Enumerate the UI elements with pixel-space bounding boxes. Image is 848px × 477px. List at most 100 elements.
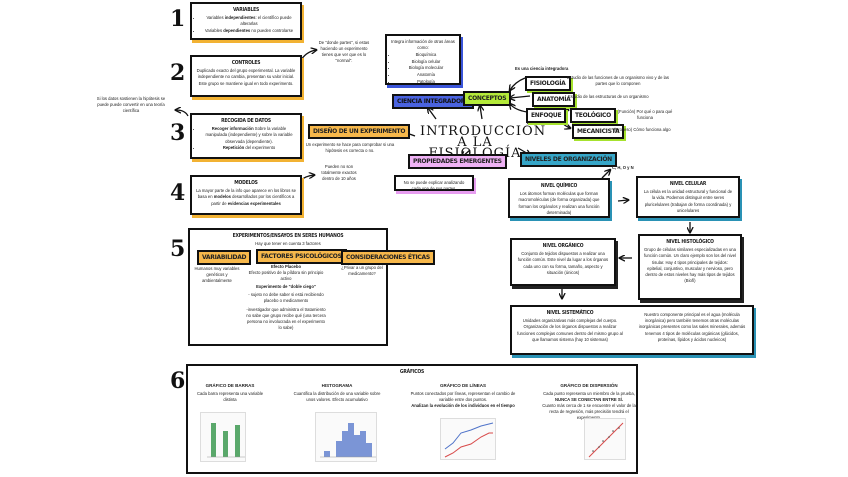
ensayos-card: EXPERIMENTOS/ENSAYOS EN SERES HUMANOS Ha… bbox=[188, 228, 388, 346]
agua-note: Nuestro componente principal es el agua … bbox=[638, 312, 746, 342]
ensayos-title: EXPERIMENTOS/ENSAYOS EN SERES HUMANOS bbox=[232, 233, 344, 239]
propiedades-card: No se puede explicar analizando cada una… bbox=[394, 175, 474, 191]
propiedades-text: No se puede explicar analizando cada una… bbox=[403, 180, 465, 192]
modelos-title: MODELOS bbox=[234, 180, 258, 186]
arrow-fisiologia bbox=[510, 77, 526, 90]
arrow-recogida-hipotesis bbox=[176, 110, 189, 117]
propiedades-tag[interactable]: PROPIEDADES EMERGENTES bbox=[408, 154, 507, 169]
nivel-histologico-text: Grupo de células similares especializada… bbox=[644, 247, 736, 284]
scatter-point bbox=[608, 436, 610, 438]
area-item: Biología molecular bbox=[397, 65, 455, 71]
nivel-organico-title: NIVEL ORGÁNICO bbox=[542, 243, 584, 249]
histogram-thumbnail bbox=[315, 412, 377, 462]
histograma-section: HISTOGRAMA Cuantifica la distribución de… bbox=[293, 383, 381, 402]
nivel-sistematico-card: NIVEL SISTEMÁTICO Unidades organizativas… bbox=[510, 305, 754, 355]
bar bbox=[223, 431, 228, 457]
hipotesis-note: Si los datos sostienen la hipótesis se p… bbox=[96, 96, 166, 113]
mecanicista-tag[interactable]: MECANICISTA bbox=[572, 124, 625, 139]
controles-text: Duplicado exacto del grupo experimental.… bbox=[196, 68, 296, 86]
hist-bin bbox=[336, 441, 342, 457]
line-series-blue bbox=[444, 422, 494, 450]
bar-chart-thumbnail bbox=[200, 412, 246, 462]
step-number-5: 5 bbox=[170, 236, 186, 262]
step-number-1: 1 bbox=[170, 6, 186, 32]
scatter-point bbox=[612, 430, 614, 432]
teologico-desc: (Función) Por qué o para qué funciona bbox=[617, 109, 673, 120]
mecanicista-desc: (Proceso) Cómo funciona algo bbox=[614, 127, 671, 132]
ensayos-subtitle: Hay que tener en cuenta 3 factores bbox=[255, 241, 321, 247]
niveles-tag[interactable]: NIVELES DE ORGANIZACIÓN bbox=[520, 152, 617, 167]
diseno-text: Un experimento se hace para comprobar si… bbox=[305, 142, 395, 153]
step-number-4: 4 bbox=[170, 180, 186, 206]
arrow-quimico-celular bbox=[617, 200, 628, 201]
factores-psicologicos-tag[interactable]: FACTORES PSICOLÓGICOS bbox=[256, 249, 347, 264]
nivel-histologico-card: NIVEL HISTOLÓGICO Grupo de células simil… bbox=[638, 234, 742, 300]
line-series-red bbox=[444, 432, 493, 458]
area-item: Biología celular bbox=[397, 59, 455, 65]
grafico-barras-section: GRÁFICO DE BARRAS Cada barra representa … bbox=[196, 383, 264, 402]
ciencia-areas-card: Integra información de otras áreas como:… bbox=[385, 34, 461, 85]
scatter-chart-thumbnail bbox=[584, 418, 626, 460]
graficos-card: GRÁFICOS bbox=[186, 364, 638, 474]
hist-bin bbox=[348, 423, 354, 457]
bar bbox=[211, 423, 216, 457]
nivel-celular-card: NIVEL CELULAR La célula es la unidad est… bbox=[636, 176, 740, 218]
hist-bin bbox=[354, 435, 360, 457]
hist-bin bbox=[324, 451, 330, 457]
grafico-dispersion-section: GRÁFICO DE DISPERSIÓN Cada punto represe… bbox=[542, 383, 636, 420]
elements-note: C, H, O y N bbox=[612, 165, 634, 170]
modelos-text: La mayor parte de la info que aparece en… bbox=[196, 188, 296, 206]
recogida-title: RECOGIDA DE DATOS bbox=[221, 118, 271, 124]
consideraciones-eticas-tag[interactable]: CONSIDERACIONES ÉTICAS bbox=[341, 250, 435, 265]
fisiologia-tag[interactable]: FISIOLOGÍA bbox=[525, 76, 571, 91]
anatomia-desc: Estudio de las estructuras de un organis… bbox=[568, 94, 649, 99]
arrow-enfoque bbox=[510, 104, 528, 113]
nivel-organico-text: Conjunto de tejidos dispuestos a realiza… bbox=[517, 251, 609, 275]
regression-line bbox=[588, 422, 624, 458]
graficos-title: GRÁFICOS bbox=[399, 369, 425, 375]
area-item: Anatomía bbox=[397, 72, 455, 78]
variables-item: Variables dependientes no pueden control… bbox=[202, 28, 296, 34]
nivel-organico-card: NIVEL ORGÁNICO Conjunto de tejidos dispu… bbox=[510, 238, 616, 286]
teologico-tag[interactable]: TEOLÓGICO bbox=[570, 108, 616, 123]
diseno-tag[interactable]: DISEÑO DE UN EXPERIMENTO bbox=[308, 124, 411, 139]
nivel-sistematico-text: Unidades organizativas más complejas del… bbox=[517, 318, 623, 342]
recogida-card: RECOGIDA DE DATOS Recoger información So… bbox=[190, 113, 302, 159]
factores-psicologicos-text: Efecto Placebo Efecto positivo de la píl… bbox=[246, 264, 326, 330]
recogida-item: Recoger información Sobre la variable ma… bbox=[202, 126, 296, 145]
controles-card: CONTROLES Duplicado exacto del grupo exp… bbox=[190, 55, 302, 97]
arrow-modelos-note bbox=[299, 175, 314, 182]
nivel-quimico-card: NIVEL QUÍMICO Los átomos forman molécula… bbox=[508, 178, 610, 218]
fisiologia-desc: Estudio de las funciones de un organismo… bbox=[567, 75, 669, 86]
nivel-quimico-title: NIVEL QUÍMICO bbox=[540, 183, 578, 189]
bar bbox=[235, 425, 240, 457]
step-number-2: 2 bbox=[170, 60, 186, 86]
controles-title: CONTROLES bbox=[231, 60, 261, 66]
grafico-lineas-section: GRÁFICO DE LÍNEAS Puntos conectados por … bbox=[410, 383, 516, 408]
conceptos-tag[interactable]: CONCEPTOS bbox=[463, 91, 512, 106]
variables-title: VARIABLES bbox=[232, 7, 260, 13]
step-number-6: 6 bbox=[170, 368, 186, 394]
hist-bin bbox=[360, 431, 366, 457]
arrow-controles-note bbox=[299, 50, 316, 63]
area-item: Bioquímica bbox=[397, 52, 455, 58]
variabilidad-text: Humanos muy variables genéticos y ambien… bbox=[194, 266, 240, 283]
recogida-item: Repetición del experimento bbox=[202, 145, 296, 151]
step-number-3: 3 bbox=[170, 120, 186, 146]
ciencia-intro: Integra información de otras áreas como: bbox=[391, 39, 455, 51]
arrow-title-ciencia bbox=[428, 108, 437, 120]
variables-item: Variables independientes: el científico … bbox=[202, 15, 296, 27]
area-item: Patología bbox=[397, 79, 455, 85]
conceptos-header-note: Es una ciencia integradora bbox=[515, 66, 569, 71]
hist-bin bbox=[366, 443, 372, 457]
variabilidad-tag[interactable]: VARIABILIDAD bbox=[197, 250, 252, 265]
scatter-point bbox=[598, 446, 600, 448]
nivel-histologico-title: NIVEL HISTOLÓGICO bbox=[666, 239, 714, 245]
enfoque-tag[interactable]: ENFOQUE bbox=[526, 108, 567, 123]
modelos-note: Pueden no son totalmente exactos dentro … bbox=[321, 164, 357, 181]
consideraciones-eticas-text: ¿Privar a un grupo del medicamento? bbox=[341, 265, 383, 276]
controles-note: De "donde partes", si estas haciendo un … bbox=[318, 40, 370, 63]
arrow-anatomia bbox=[510, 96, 531, 98]
anatomia-tag[interactable]: ANATOMÍA bbox=[532, 92, 576, 107]
arrow-quimico-elements bbox=[601, 170, 610, 179]
